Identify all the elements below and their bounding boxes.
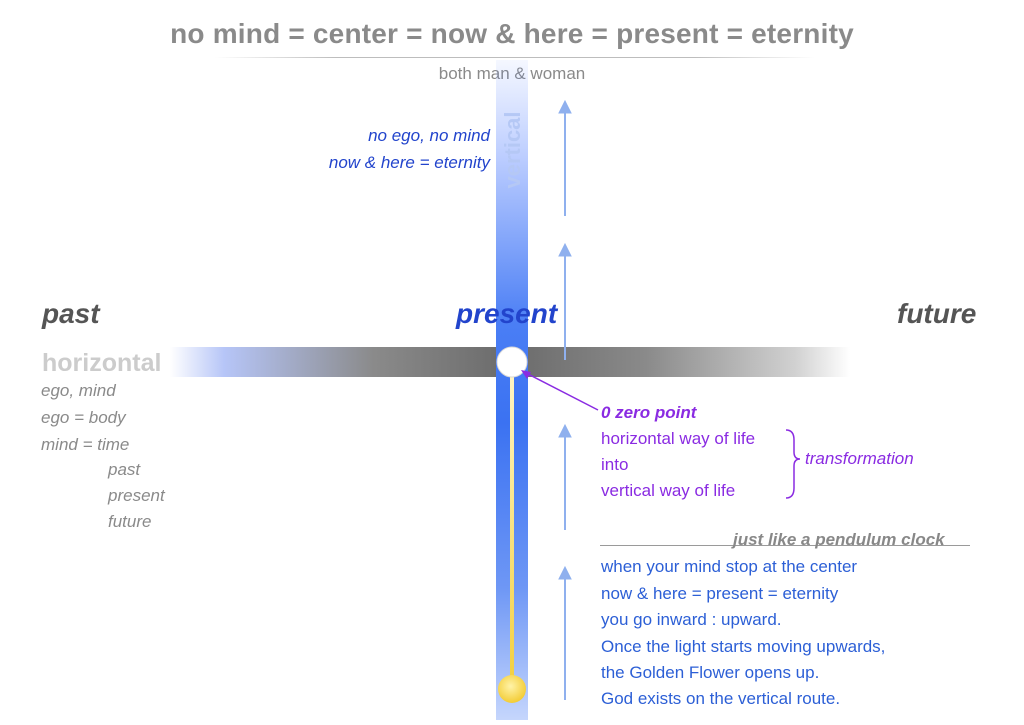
transformation-line-2: into: [601, 455, 629, 474]
past-label: past: [42, 298, 100, 329]
center-zero-point: [496, 346, 528, 378]
diagram-title: no mind = center = now & here = present …: [170, 18, 854, 49]
transformation-label: transformation: [805, 449, 914, 468]
bottom-line-5: the Golden Flower opens up.: [601, 663, 820, 682]
time-list-future: future: [108, 512, 152, 531]
left-note-ego-mind: ego, mind: [41, 381, 116, 400]
transformation-brace: [785, 429, 801, 499]
left-note-ego-body: ego = body: [41, 408, 126, 427]
top-note-line-1: no ego, no mind: [368, 126, 490, 145]
transformation-line-3: vertical way of life: [601, 481, 736, 500]
pendulum-underline: [600, 545, 970, 546]
pendulum-label: just like a pendulum clock: [733, 530, 945, 549]
arrow-1-head: [558, 99, 572, 114]
transformation-line-1: horizontal way of life: [601, 429, 756, 448]
time-list-past: past: [108, 460, 141, 479]
horizontal-axis-label: horizontal: [42, 349, 162, 377]
present-label: present: [456, 298, 558, 329]
golden-flower-ball: [498, 675, 526, 703]
bottom-line-1: when your mind stop at the center: [601, 557, 858, 576]
arrow-2-head: [558, 242, 572, 257]
upward-arrows: [558, 99, 572, 700]
bottom-line-6: God exists on the vertical route.: [601, 689, 841, 708]
bottom-line-3: you go inward : upward.: [601, 610, 782, 629]
future-label: future: [897, 298, 977, 329]
top-note-line-2: now & here = eternity: [328, 153, 490, 172]
title-underline: [215, 57, 815, 58]
golden-light-line: [510, 364, 514, 686]
arrow-3-head: [558, 423, 572, 438]
bottom-line-4: Once the light starts moving upwards,: [601, 637, 886, 656]
zero-point-pointer: [521, 370, 599, 411]
bottom-line-2: now & here = present = eternity: [601, 584, 839, 603]
arrow-4-head: [558, 565, 572, 580]
time-list-present: present: [108, 486, 165, 505]
left-note-mind-time: mind = time: [41, 435, 130, 454]
zero-point-label: 0 zero point: [601, 403, 697, 422]
